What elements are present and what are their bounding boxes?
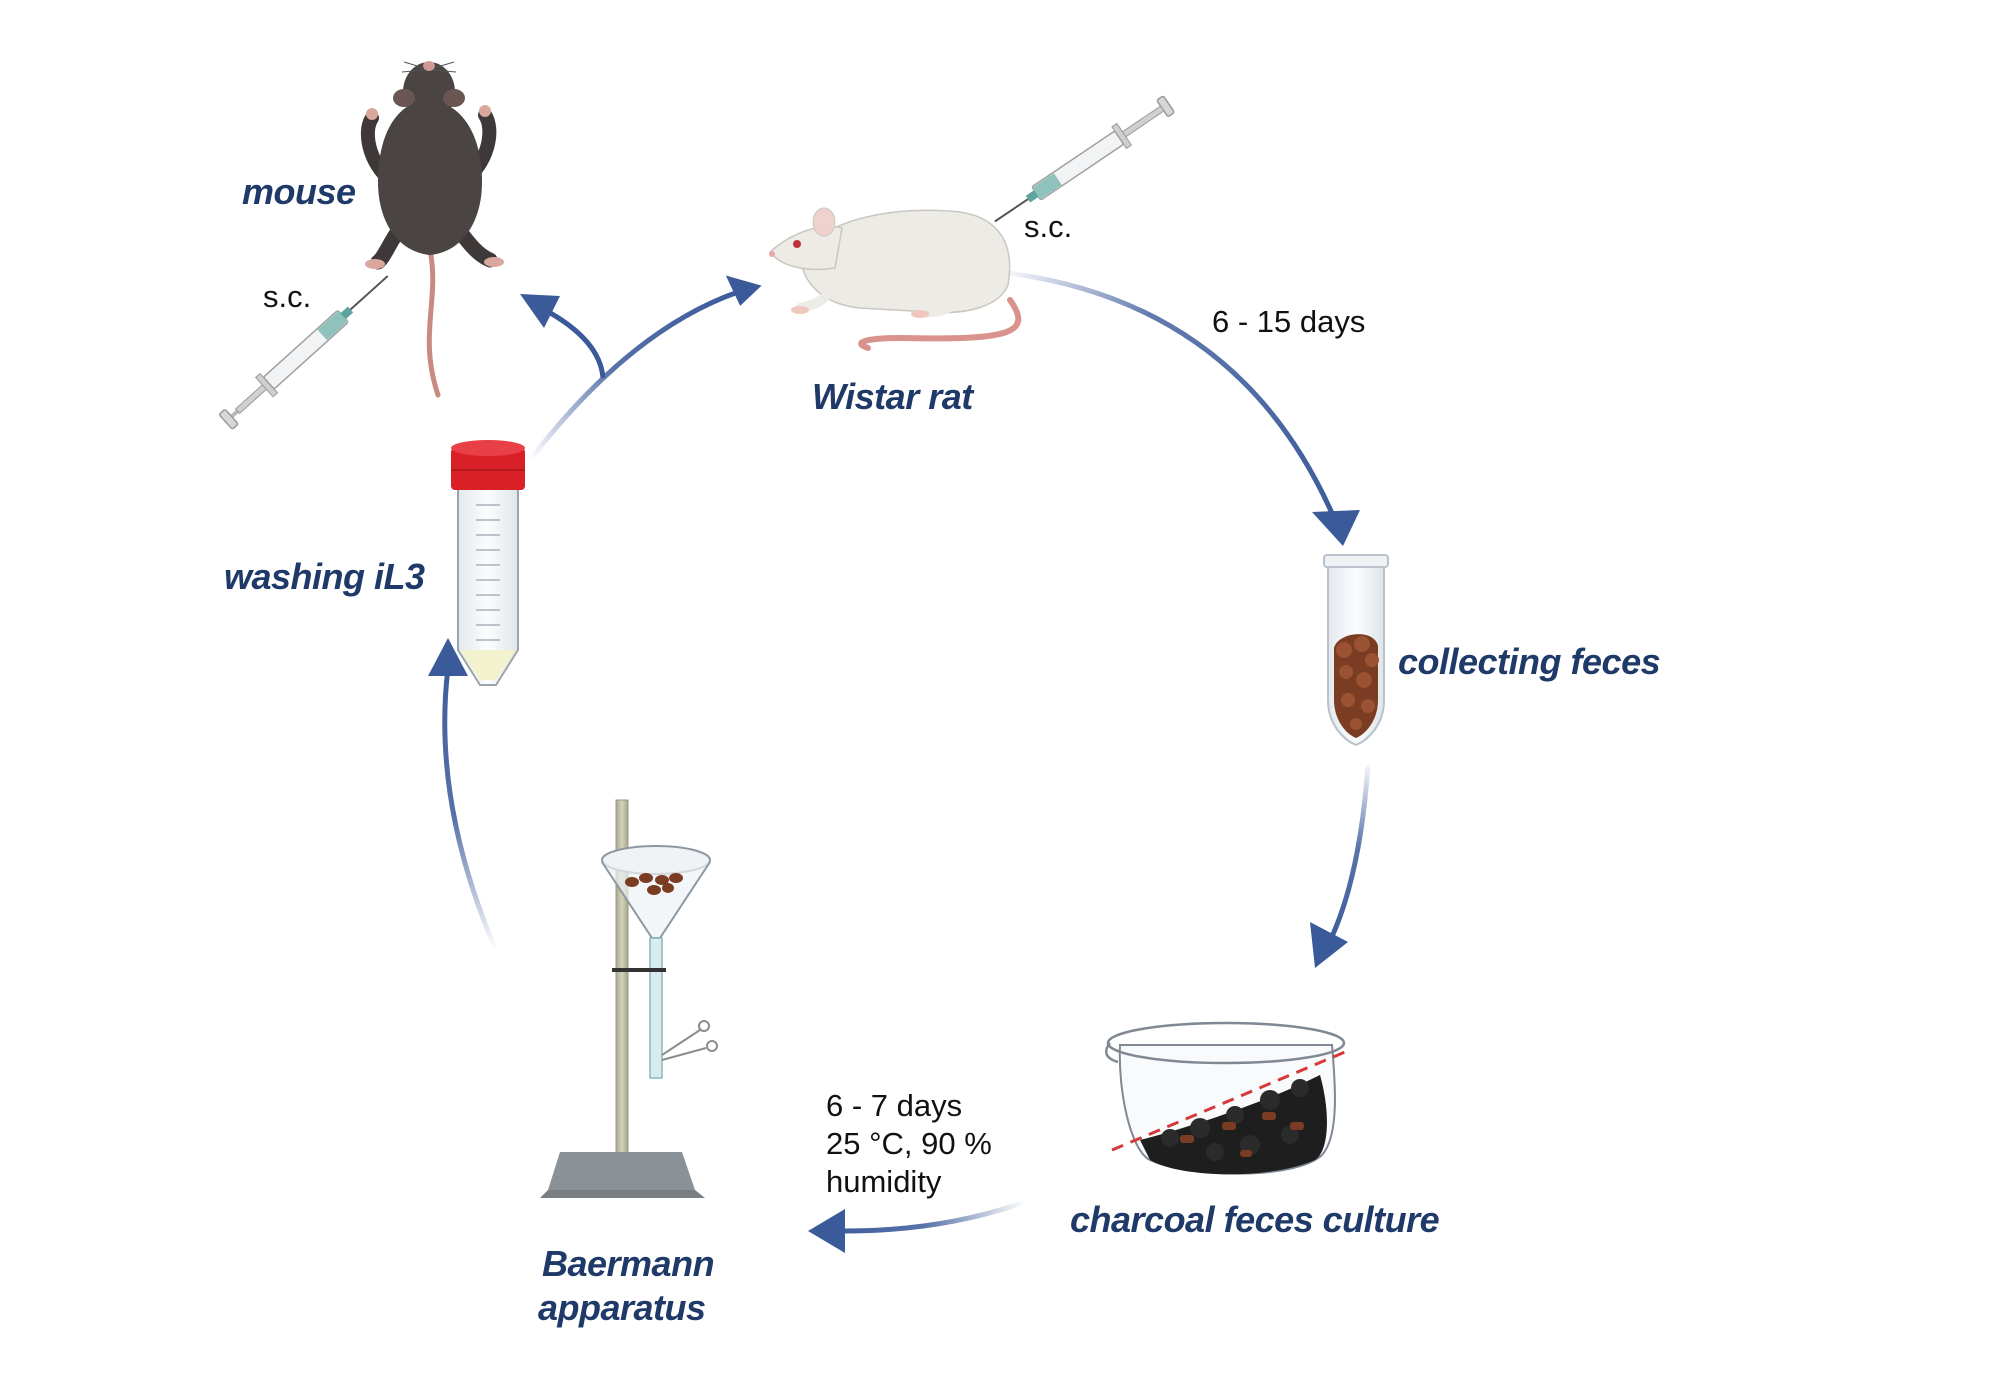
falcon-tube-icon (451, 440, 525, 686)
arrow-rat-to-feces (999, 269, 1360, 546)
note-culture-line2: 25 °C, 90 % (826, 1126, 992, 1161)
label-wistar-rat: Wistar rat (812, 376, 973, 417)
note-culture-line1: 6 - 7 days (826, 1088, 963, 1123)
arrow-washing-to-rat-and-mouse (520, 275, 762, 462)
note-rat-to-feces-duration: 6 - 15 days (1212, 304, 1366, 339)
feces-tube-icon (1323, 554, 1389, 747)
label-baermann-line2: apparatus (538, 1287, 706, 1328)
note-culture-line3: humidity (826, 1164, 942, 1199)
note-culture-conditions: 6 - 7 days 25 °C, 90 % humidity (826, 1087, 992, 1201)
note-sc-mouse: s.c. (263, 279, 312, 314)
arrow-baermann-to-washing (428, 638, 498, 949)
label-charcoal-feces-culture: charcoal feces culture (1070, 1199, 1440, 1240)
note-sc-rat: s.c. (1024, 209, 1073, 244)
label-mouse: mouse (242, 171, 356, 212)
mouse-icon (360, 61, 504, 398)
baermann-funnel-icon (540, 799, 718, 1198)
label-baermann-line1: Baermann (542, 1243, 715, 1284)
label-washing-il3: washing iL3 (224, 556, 425, 597)
syringe-icon (219, 275, 389, 430)
label-baermann-apparatus: Baermann apparatus (538, 1242, 715, 1330)
rat-icon (768, 207, 1022, 351)
beaker-icon (1104, 1021, 1346, 1175)
arrow-culture-to-baermann (808, 1199, 1026, 1253)
label-collecting-feces: collecting feces (1398, 641, 1661, 682)
arrow-feces-to-culture (1310, 764, 1371, 968)
syringe-icon (994, 95, 1175, 223)
